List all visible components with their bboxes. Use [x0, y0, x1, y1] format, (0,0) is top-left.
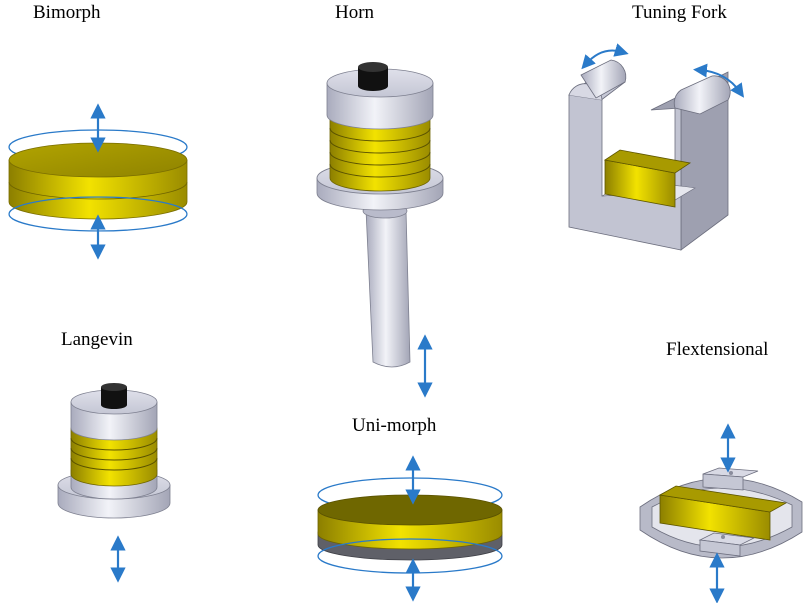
- flextensional-figure: [639, 423, 803, 603]
- label-unimorph: Uni-morph: [352, 415, 437, 436]
- tuning-fork-left-arrow: [581, 43, 629, 70]
- flextensional-top-block: [702, 473, 744, 491]
- langevin-figure: [57, 383, 171, 583]
- bimorph-layer-seam: [8, 181, 188, 200]
- tuning-fork-figure: [568, 43, 745, 251]
- bimorph-disk-top: [8, 142, 188, 178]
- flextensional-bottom-block: [699, 539, 741, 557]
- label-bimorph: Bimorph: [33, 2, 101, 23]
- horn-rod: [365, 209, 411, 368]
- bimorph-figure: [8, 103, 188, 260]
- horn-figure: [316, 62, 444, 398]
- tuning-fork-right-arrow: [693, 63, 745, 98]
- unimorph-figure: [317, 455, 503, 602]
- label-horn: Horn: [335, 2, 375, 23]
- langevin-piezo-stack: [70, 427, 158, 487]
- horn-bolt-cap: [358, 67, 388, 91]
- langevin-bolt-cap: [101, 387, 127, 409]
- unimorph-piezo-top: [317, 494, 503, 526]
- label-tuning-fork: Tuning Fork: [632, 2, 727, 23]
- label-flextensional: Flextensional: [666, 339, 769, 360]
- label-langevin: Langevin: [61, 329, 133, 350]
